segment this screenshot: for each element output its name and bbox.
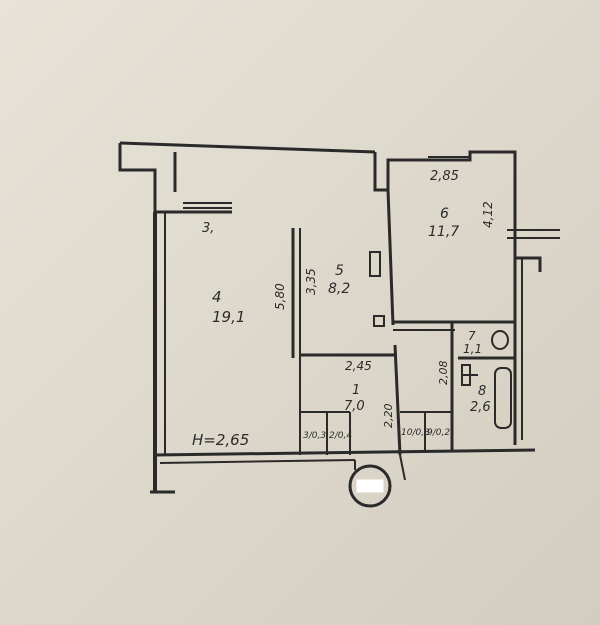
dim-hall-width: 2,45 (345, 359, 372, 373)
stove-icon (369, 251, 381, 277)
dim-room6-depth: 4,12 (481, 201, 495, 228)
room-7-number: 7 (468, 329, 476, 343)
riser-line (399, 454, 406, 481)
dim-room4-top: 3, (202, 221, 214, 236)
room-1-area: 7,0 (344, 399, 365, 414)
closet-9-label: 9/0,2 (427, 428, 450, 438)
sink-icon (373, 315, 385, 327)
fixtures (369, 251, 512, 429)
entrance-marker (348, 464, 392, 508)
entrance-plate (356, 479, 384, 493)
closet-10-label: 10/0,3 (401, 428, 430, 438)
top-outer-wall (119, 141, 376, 154)
room-4-area: 19,1 (212, 308, 245, 326)
room-7-area: 1,1 (463, 342, 482, 356)
room-6-number: 6 (440, 206, 449, 222)
balcony-wall (118, 143, 232, 214)
room-8-number: 8 (478, 384, 486, 399)
entrance-circle (348, 464, 392, 508)
dim-hall-depth: 2,20 (382, 404, 395, 429)
dim-bath-depth: 2,08 (437, 361, 450, 386)
room-5-number: 5 (335, 263, 344, 279)
dim-room4-depth: 5,80 (273, 283, 287, 310)
room-4-number: 4 (212, 288, 222, 306)
ceiling-height: H=2,65 (192, 431, 249, 449)
partition-5-6 (386, 189, 395, 326)
bottom-outer-wall-2 (159, 459, 356, 464)
walls (118, 141, 560, 494)
bottom-outer-wall (154, 448, 536, 457)
room-1-number: 1 (352, 383, 360, 398)
hall-right-wall (393, 344, 402, 456)
closet-3-label: 3/0,3 (303, 431, 326, 441)
room-8-area: 2,6 (470, 400, 491, 415)
bathtub-icon (494, 367, 512, 429)
room-5-area: 8,2 (328, 281, 350, 297)
dim-room6-width: 2,85 (430, 169, 459, 184)
closet-2-label: 2/0,4 (329, 431, 352, 441)
toilet-icon (491, 330, 509, 350)
dim-room5-depth: 3,35 (304, 268, 318, 295)
room-6-area: 11,7 (428, 224, 459, 240)
